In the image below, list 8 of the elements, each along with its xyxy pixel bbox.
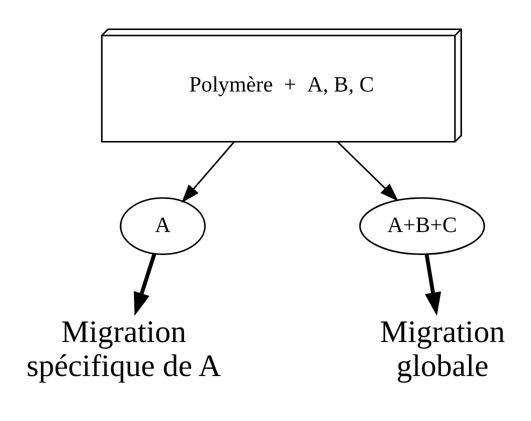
node-ellipse: A	[120, 197, 206, 256]
arrow	[424, 254, 442, 316]
node-ellipse: A+B+C	[359, 197, 486, 256]
arrow	[134, 254, 156, 316]
arrow	[336, 141, 398, 202]
node-text: Migration spécifique de A	[26, 314, 221, 384]
node-text: Migration globale	[380, 314, 505, 384]
arrow	[181, 141, 235, 203]
